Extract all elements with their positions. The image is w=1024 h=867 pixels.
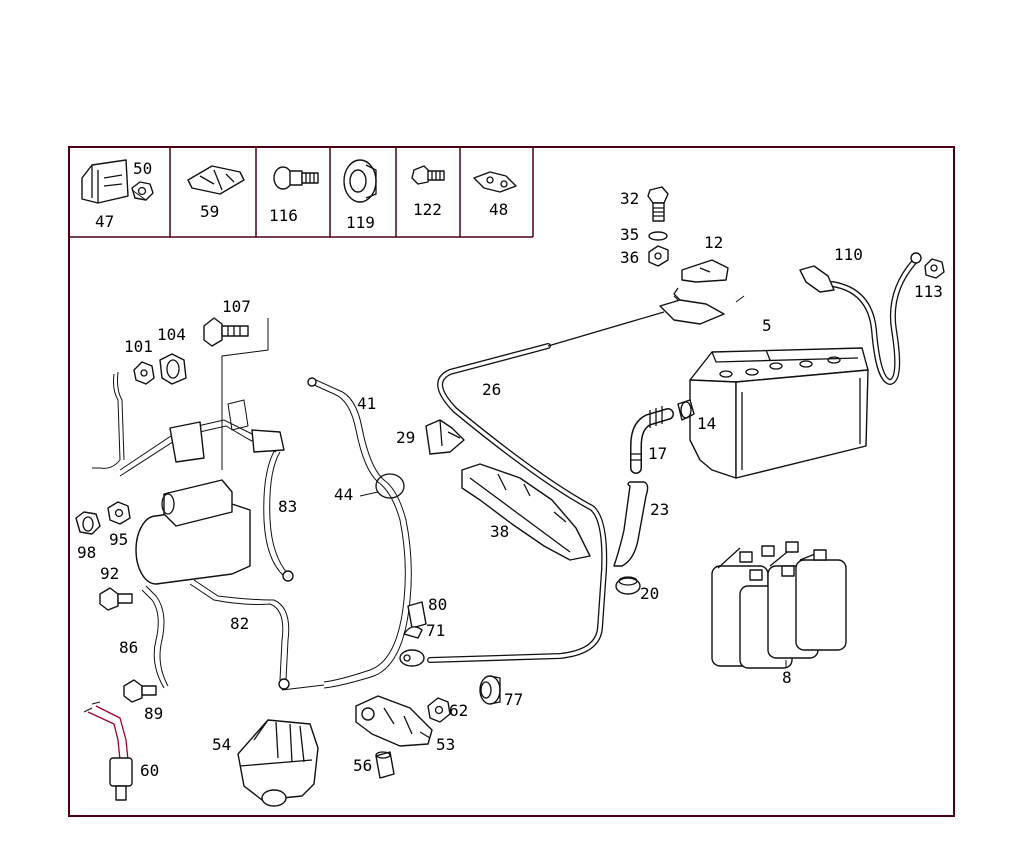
ring-77-icon <box>479 675 501 705</box>
callout-60: 60 <box>140 761 159 780</box>
spacer-80-icon <box>407 601 427 629</box>
bracket-107-icon <box>221 318 269 470</box>
callout-122: 122 <box>413 200 442 219</box>
callout-107: 107 <box>222 297 251 316</box>
holder-53-icon <box>355 695 433 747</box>
callout-50: 50 <box>133 159 152 178</box>
callout-92: 92 <box>100 564 119 583</box>
callout-71: 71 <box>426 621 445 640</box>
grommet-20-icon <box>615 576 641 595</box>
cable-26-icon <box>399 287 725 667</box>
bolt-122-icon <box>411 165 445 185</box>
nut-101-icon <box>133 361 155 385</box>
callout-20: 20 <box>640 584 659 603</box>
small-parts-strip <box>69 147 534 238</box>
cable-41-icon <box>281 377 412 691</box>
callout-48: 48 <box>489 200 508 219</box>
callout-56: 56 <box>353 756 372 775</box>
battery-5-icon <box>689 347 869 479</box>
callout-80: 80 <box>428 595 447 614</box>
callout-82: 82 <box>230 614 249 633</box>
callout-62: 62 <box>449 701 468 720</box>
sensor-60-icon <box>83 701 133 801</box>
sleeve-56-icon <box>375 751 395 779</box>
callout-32: 32 <box>620 189 639 208</box>
callout-44: 44 <box>334 485 353 504</box>
nut-36-icon <box>648 245 669 267</box>
clamp-48-icon <box>473 171 517 193</box>
hose-23-icon <box>613 481 649 567</box>
diagram-frame <box>68 146 955 817</box>
callout-54: 54 <box>212 735 231 754</box>
callout-101: 101 <box>124 337 153 356</box>
cable-110-icon <box>799 252 922 386</box>
bolt-92-icon <box>99 587 133 611</box>
fitting-14-icon <box>677 399 695 421</box>
callout-104: 104 <box>157 325 186 344</box>
bracket-47-icon <box>81 159 129 204</box>
callout-14: 14 <box>697 414 716 433</box>
callout-113: 113 <box>914 282 943 301</box>
leader-lines <box>131 189 787 668</box>
clip-59-icon <box>187 165 245 195</box>
nut-62-icon <box>427 697 451 723</box>
clip-71-icon <box>403 626 423 639</box>
callout-89: 89 <box>144 704 163 723</box>
callout-119: 119 <box>346 213 375 232</box>
callout-labels: 5 8 12 14 17 20 23 26 29 32 35 36 38 41 … <box>77 159 943 780</box>
callout-41: 41 <box>357 394 376 413</box>
starter-motor-icon <box>135 479 251 585</box>
callout-26: 26 <box>482 380 501 399</box>
callout-36: 36 <box>620 248 639 267</box>
nut-50-icon <box>131 181 154 201</box>
callout-23: 23 <box>650 500 669 519</box>
nut-113-icon <box>924 258 945 279</box>
washer-35-icon <box>648 231 668 241</box>
callout-83: 83 <box>278 497 297 516</box>
bolt-32-icon <box>647 186 669 222</box>
callout-17: 17 <box>648 444 667 463</box>
callout-47: 47 <box>95 212 114 231</box>
callout-12: 12 <box>704 233 723 252</box>
cable-86-icon <box>141 585 169 689</box>
callout-95: 95 <box>109 530 128 549</box>
bolt-89-icon <box>123 679 157 703</box>
callout-59: 59 <box>200 202 219 221</box>
cover-38-icon <box>461 463 591 561</box>
bolt-116-icon <box>273 166 319 190</box>
cable-82-icon <box>189 579 290 690</box>
grommet-119-icon <box>343 159 377 203</box>
cover-12-icon <box>681 259 729 283</box>
callout-8: 8 <box>782 668 792 687</box>
callout-116: 116 <box>269 206 298 225</box>
elbow-17-icon <box>630 406 674 474</box>
nut-104-icon <box>159 353 187 385</box>
callout-98: 98 <box>77 543 96 562</box>
callout-110: 110 <box>834 245 863 264</box>
grommet-98-icon <box>75 511 101 535</box>
callout-38: 38 <box>490 522 509 541</box>
battery-set-8-icon <box>711 541 847 669</box>
block-54-icon <box>237 719 319 807</box>
bracket-29-icon <box>425 419 465 455</box>
callout-35: 35 <box>620 225 639 244</box>
nut-95-icon <box>107 501 131 525</box>
callout-77: 77 <box>504 690 523 709</box>
callout-86: 86 <box>119 638 138 657</box>
callout-5: 5 <box>762 316 772 335</box>
callout-29: 29 <box>396 428 415 447</box>
callout-53: 53 <box>436 735 455 754</box>
bolt-107-icon <box>203 317 249 347</box>
harness-83-icon <box>92 371 294 582</box>
